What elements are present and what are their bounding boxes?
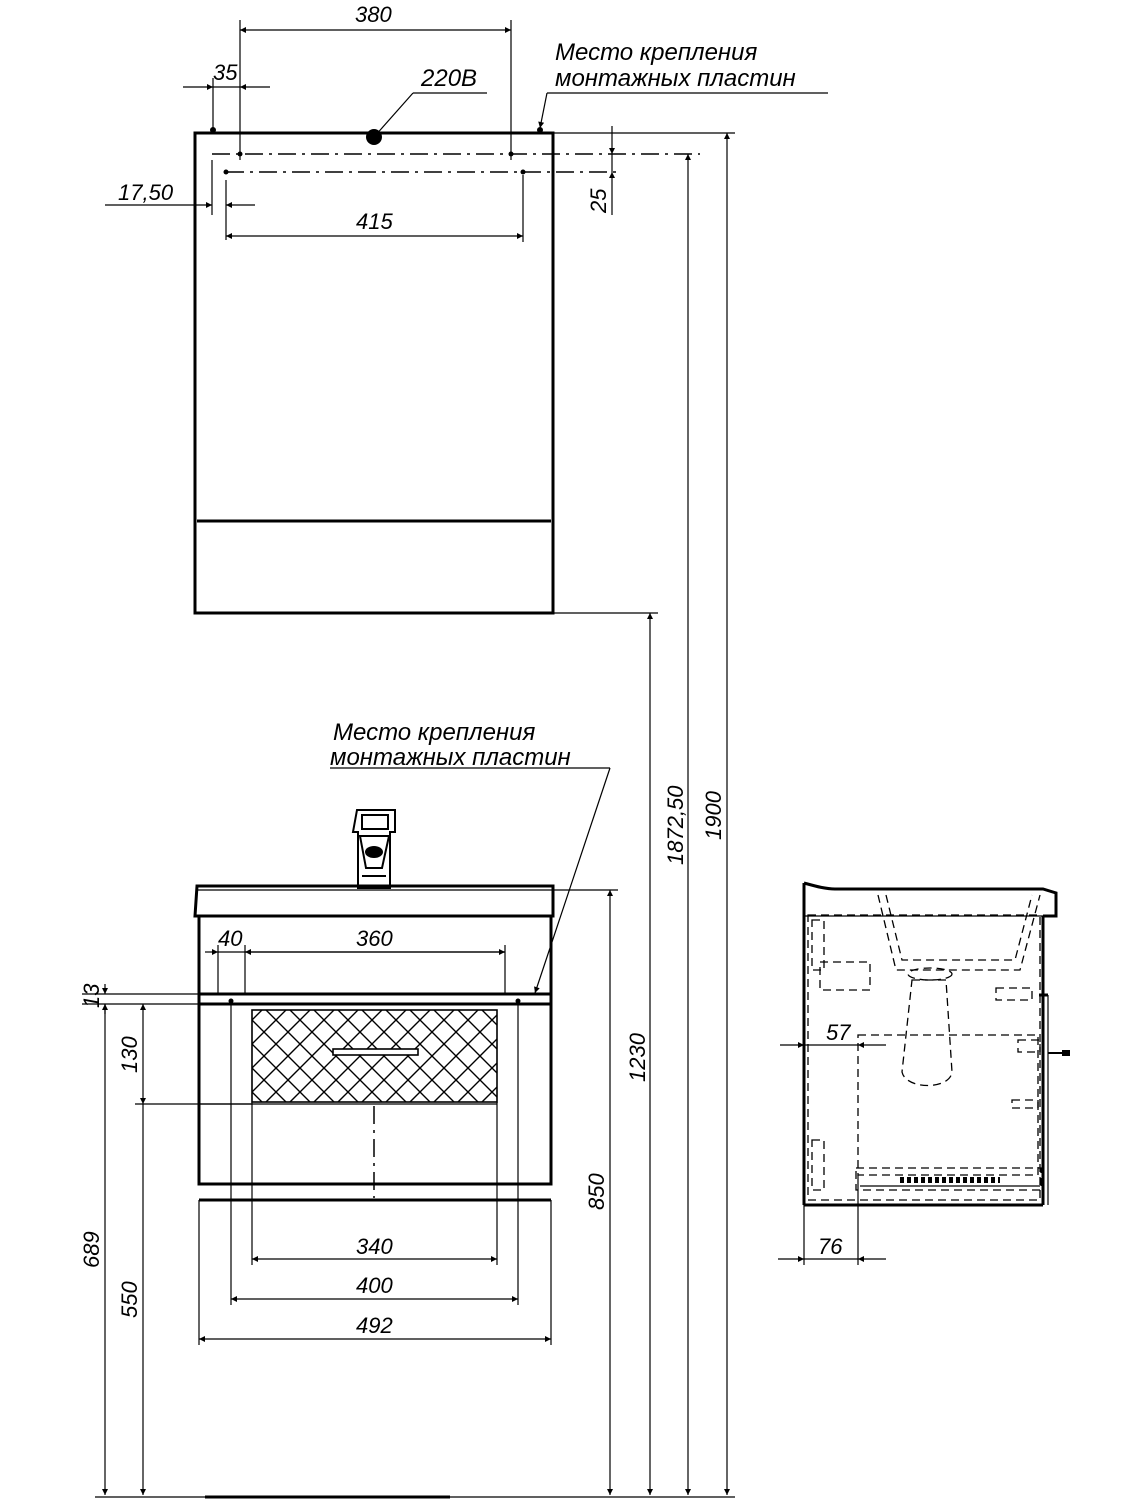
mirror-cabinet [193,92,700,615]
dim-850: 850 [584,1173,609,1210]
dim-25: 25 [586,188,611,214]
dim-1872-50: 1872,50 [663,785,688,865]
power-label: 220В [420,65,477,92]
mirror-mount-note-line1: Место крепления [555,39,757,66]
dim-35: 35 [213,60,238,85]
dim-13: 13 [79,983,104,1008]
drawer-handle [332,1048,419,1056]
dim-415: 415 [356,209,393,234]
dim-1230: 1230 [625,1032,650,1082]
drawer-front [251,1009,498,1103]
vanity-mount-note-line2: монтажных пластин [330,744,571,771]
dim-76: 76 [818,1234,843,1259]
dim-17-50: 17,50 [118,180,174,205]
dim-400: 400 [356,1273,393,1298]
mirror-dimensions [105,20,828,242]
dim-689: 689 [79,1231,104,1268]
dim-57: 57 [826,1020,851,1045]
dim-492: 492 [356,1313,393,1338]
dim-550: 550 [117,1281,142,1318]
dim-340: 340 [356,1234,393,1259]
vanity-mount-note-line1: Место крепления [333,719,535,746]
vanity-dimensions [82,132,735,1499]
dim-360: 360 [356,926,393,951]
dim-40: 40 [218,926,243,951]
mirror-mount-note-line2: монтажных пластин [555,65,796,92]
faucet-icon [351,809,396,889]
dim-1900: 1900 [701,790,726,840]
vanity-unit [193,809,555,1265]
dim-130: 130 [117,1036,142,1073]
dim-380: 380 [355,2,392,27]
side-view [778,881,1070,1265]
